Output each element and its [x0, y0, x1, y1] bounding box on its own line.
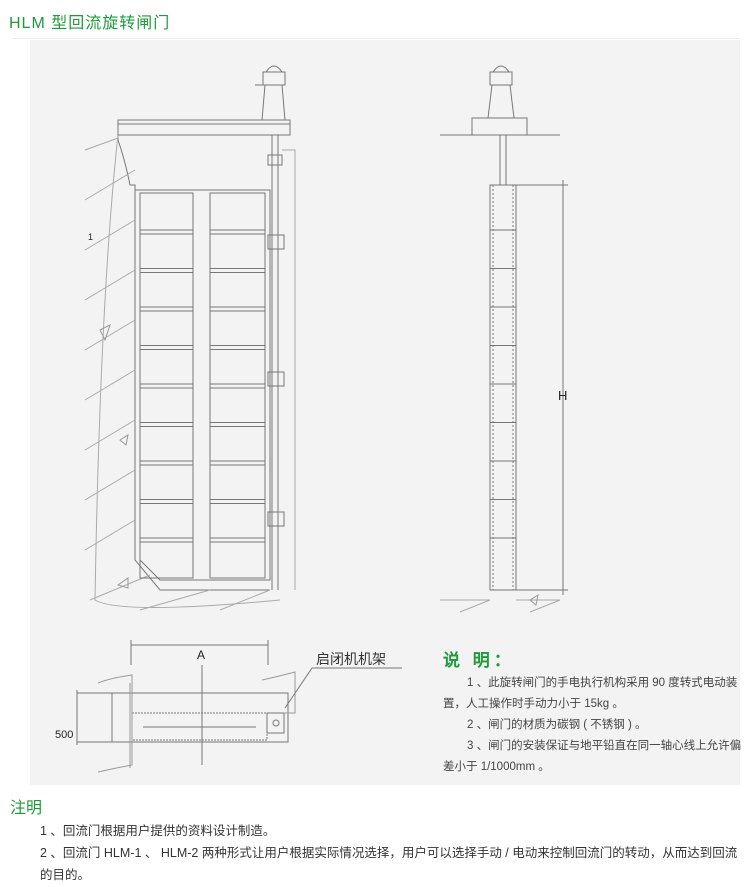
door-rail	[209, 537, 266, 543]
door-rail	[209, 460, 266, 466]
door-rail	[209, 306, 266, 312]
door-rail	[209, 499, 266, 504]
description-heading: 说 明：	[443, 651, 515, 670]
engineering-drawing: 1 H A 500 启闭机机架	[55, 65, 568, 773]
door-rail	[139, 229, 194, 235]
plan-view: A 500 启闭机机架	[55, 640, 402, 773]
marker-1: 1	[88, 232, 93, 242]
door-rail	[139, 499, 194, 504]
description-item: 3 、闸门的安装保证与地平铅直在同一轴心线上允许偏差小于 1/1000mm 。	[443, 740, 742, 773]
door-rail	[209, 383, 266, 389]
door-rail	[139, 345, 194, 350]
page-title: HLM 型回流旋转闸门	[9, 15, 171, 32]
door-rail	[139, 306, 194, 312]
front-view: 1	[84, 65, 296, 611]
note-item: 2 、回流门 HLM-1 、 HLM-2 两种形式让用户根据实际情况选择，用户可…	[40, 846, 738, 882]
note-item: 1 、回流门根据用户提供的资料设计制造。	[40, 824, 276, 838]
door-rail	[209, 422, 266, 427]
side-view: H	[440, 65, 568, 613]
door-rail	[139, 422, 194, 427]
description-item: 1 、此旋转闸门的手电执行机构采用 90 度转式电动装置，人工操作时手动力小于 …	[443, 677, 738, 710]
door-rail	[139, 537, 194, 543]
description-block: 说 明： 1 、此旋转闸门的手电执行机构采用 90 度转式电动装置，人工操作时手…	[443, 650, 743, 778]
drawing-panel	[30, 40, 740, 785]
notes-block: 注明 1 、回流门根据用户提供的资料设计制造。 2 、回流门 HLM-1 、 H…	[10, 798, 745, 886]
frame-label: 启闭机机架	[316, 652, 386, 668]
dimension-a-label: A	[197, 648, 205, 662]
divider	[12, 38, 740, 39]
dimension-500-label: 500	[55, 729, 73, 741]
door-rail	[139, 268, 194, 273]
door-rail	[139, 460, 194, 466]
dimension-h-label: H	[558, 388, 567, 403]
door-rail	[209, 268, 266, 273]
door-rail	[139, 383, 194, 389]
door-rail	[209, 345, 266, 350]
notes-heading: 注明	[10, 800, 43, 817]
description-item: 2 、闸门的材质为碳钢 ( 不锈钢 ) 。	[467, 719, 647, 731]
door-rail	[209, 229, 266, 235]
